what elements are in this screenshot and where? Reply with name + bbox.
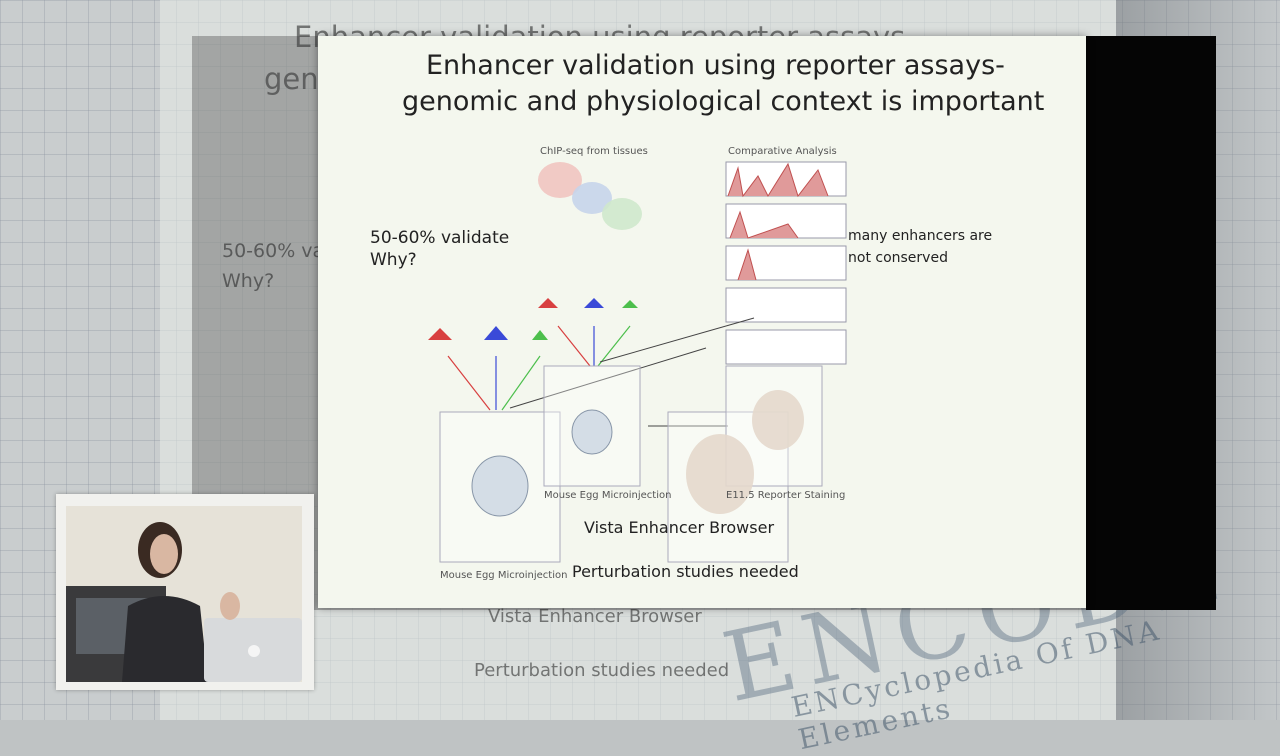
presenter-hand [220, 592, 240, 620]
validate-line2: Why? [370, 250, 417, 270]
arrow-red [447, 355, 491, 411]
egg-large [471, 455, 529, 517]
embryo-small [752, 390, 804, 450]
ghost-perturbation-label: Perturbation studies needed [474, 660, 730, 681]
peaks-1 [727, 162, 829, 198]
egg-small [571, 409, 613, 455]
conserved-line1: many enhancers are [848, 228, 993, 244]
peak-red-2 [538, 298, 558, 308]
embryo-large [686, 434, 754, 514]
tissue-blob-red [538, 162, 582, 198]
perturbation-label: Perturbation studies needed [572, 562, 799, 581]
track-5 [725, 329, 847, 365]
arrow-compare-2 [509, 347, 707, 409]
validate-line1: 50-60% validate [370, 228, 510, 248]
apple-logo-icon [248, 645, 260, 657]
peak-blue [484, 326, 508, 340]
ghost-validate-line2: Why? [222, 270, 275, 292]
peak-blue-2 [584, 298, 604, 308]
conserved-line2: not conserved [848, 250, 948, 266]
arrow-red-2 [557, 325, 591, 367]
chip-seq-label: ChIP-seq from tissues [540, 146, 648, 157]
staining-label: E11.5 Reporter Staining [726, 490, 846, 501]
slide-title-line2: genomic and physiological context is imp… [402, 86, 1045, 117]
comparative-label: Comparative Analysis [728, 146, 837, 157]
microinjection-label: Mouse Egg Microinjection [544, 490, 672, 501]
diagram [428, 161, 847, 563]
peaks-3 [737, 248, 757, 281]
track-4 [725, 287, 847, 323]
webcam-scene [66, 506, 302, 682]
microinjection-label-large: Mouse Egg Microinjection [440, 570, 568, 581]
slide: Enhancer validation using reporter assay… [318, 36, 1086, 608]
webcam-video [66, 506, 302, 682]
black-panel [1086, 36, 1216, 610]
arrow-green-2 [597, 325, 631, 367]
tissue-blob-green [602, 198, 642, 230]
presenter-face [150, 534, 178, 574]
peak-green [532, 330, 548, 340]
peaks-2 [729, 210, 799, 239]
ghost-vista-label: Vista Enhancer Browser [488, 606, 702, 627]
tissue-blob-blue [572, 182, 612, 214]
slide-title-line1: Enhancer validation using reporter assay… [426, 50, 1005, 81]
peak-green-2 [622, 300, 638, 308]
arrow-green [501, 355, 541, 411]
peak-red [428, 328, 452, 340]
arrow-compare [599, 317, 755, 363]
presenter-body [122, 596, 208, 682]
vista-label: Vista Enhancer Browser [584, 518, 775, 537]
